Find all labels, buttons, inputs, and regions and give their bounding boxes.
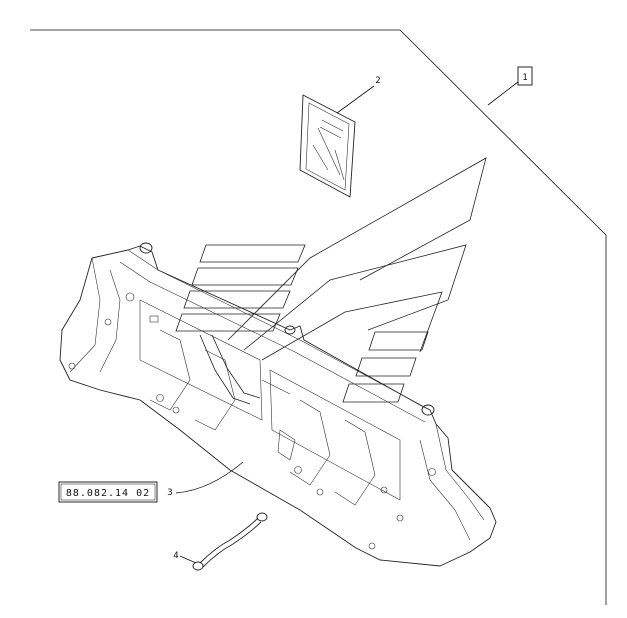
hose-part[interactable] bbox=[192, 512, 268, 571]
callout-1-label: 1 bbox=[522, 73, 527, 83]
callout-2[interactable]: 2 bbox=[336, 76, 381, 114]
callout-1[interactable]: 1 bbox=[487, 66, 533, 106]
callout-4[interactable]: 4 bbox=[173, 551, 197, 564]
callout-3[interactable]: 3 bbox=[167, 461, 244, 498]
manual-decal-part[interactable] bbox=[299, 94, 356, 198]
callout-2-label: 2 bbox=[375, 76, 380, 86]
callout-4-label: 4 bbox=[173, 551, 178, 561]
reference-box-label: 88.082.14 02 bbox=[66, 488, 150, 499]
group-bracket bbox=[30, 29, 607, 605]
reference-box[interactable]: 88.082.14 02 bbox=[58, 481, 158, 503]
bucket-assembly-part[interactable] bbox=[59, 242, 497, 567]
callout-3-label: 3 bbox=[167, 488, 172, 498]
watermark-logo bbox=[175, 157, 487, 405]
